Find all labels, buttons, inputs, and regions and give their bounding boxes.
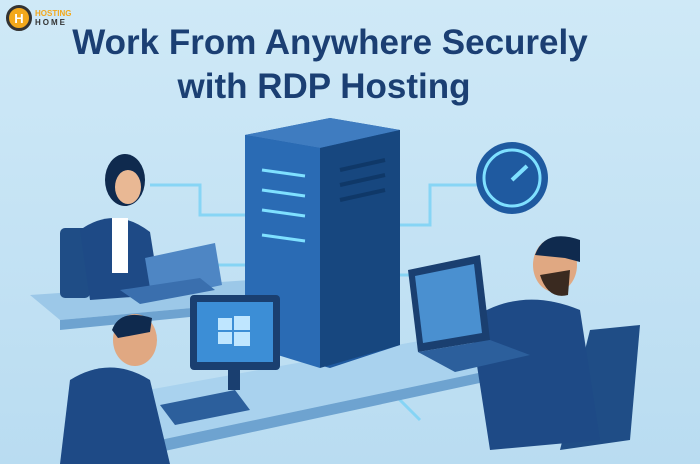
speed-gauge-icon xyxy=(476,142,548,214)
bearded-man-with-laptop xyxy=(408,236,640,450)
windows-logo-icon xyxy=(218,316,250,346)
woman-with-laptop xyxy=(60,154,222,304)
man-with-desktop xyxy=(60,295,280,464)
headline-line-2: with RDP Hosting xyxy=(177,67,471,106)
keyboard xyxy=(160,390,250,425)
headline-line-1: Work From Anywhere Securely xyxy=(72,23,588,62)
logo-text: HOSTING HOME xyxy=(35,9,71,27)
logo-mark: H xyxy=(6,5,32,31)
logo-line-1: HOSTING xyxy=(35,9,72,18)
server-tower xyxy=(245,118,400,368)
hosting-home-logo[interactable]: H HOSTING HOME xyxy=(6,5,71,31)
logo-line-2: HOME xyxy=(35,18,67,27)
